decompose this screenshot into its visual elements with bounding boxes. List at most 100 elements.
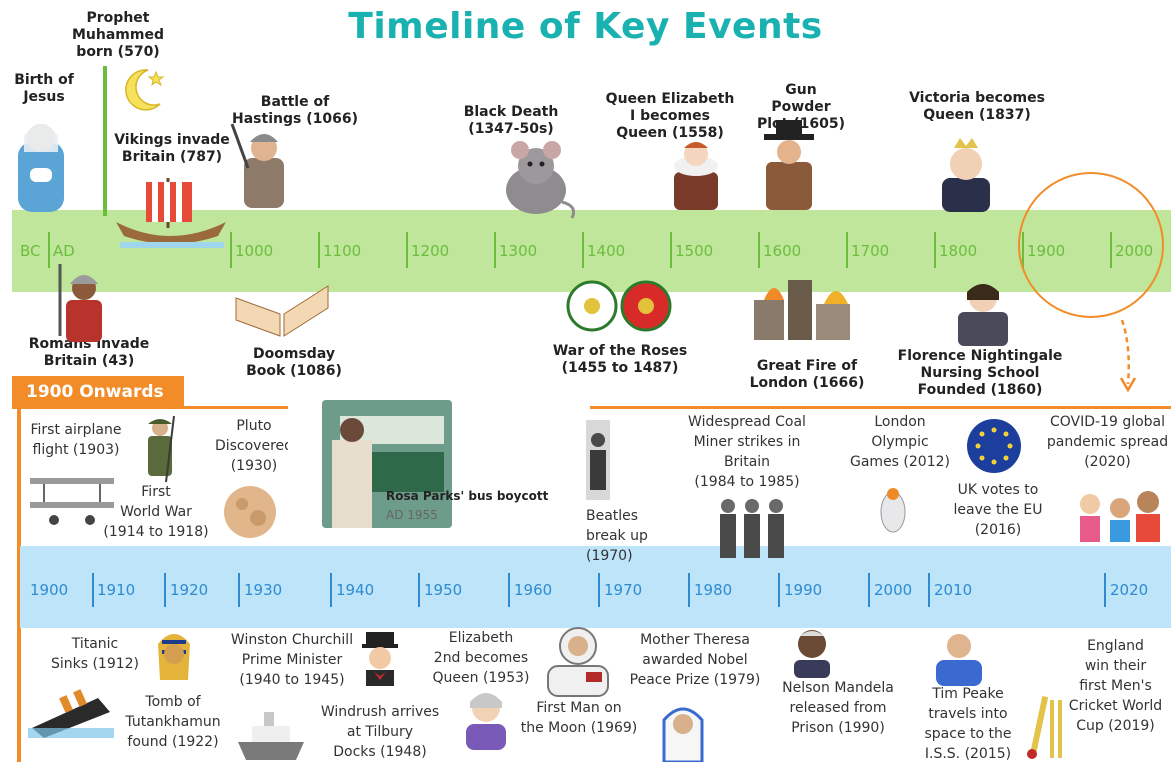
- event-great-fire: Great Fire of London (1666): [749, 358, 865, 391]
- event-victoria: Victoria becomes Queen (1837): [909, 90, 1045, 123]
- timeline-tick: [418, 573, 420, 607]
- timeline-label: 1100: [323, 242, 362, 260]
- event-windrush: Windrush arrives at Tilbury Docks (1948): [320, 704, 440, 760]
- event-war-of-roses: War of the Roses (1455 to 1487): [552, 343, 688, 376]
- titanic-icon: [28, 689, 114, 738]
- timeline-label: 1900: [30, 581, 69, 599]
- timeline-label: 2010: [934, 581, 973, 599]
- bottom-timeline-band: [20, 546, 1171, 628]
- timeline-tick: [868, 573, 870, 607]
- eu-flag-icon: [967, 419, 1021, 473]
- event-eu-vote: UK votes to leave the EU (2016): [953, 482, 1043, 538]
- event-beatles: Beatles break up (1970): [586, 508, 648, 564]
- timeline-label: 2020: [1110, 581, 1149, 599]
- timeline-label: 1920: [170, 581, 209, 599]
- masked-family-icon: [1080, 491, 1160, 542]
- roman-soldier-icon: [58, 264, 102, 342]
- windrush-ship-icon: [238, 712, 304, 760]
- open-book-icon: [235, 285, 329, 337]
- astronaut-icon: [547, 627, 609, 697]
- pluto-icon: [224, 486, 276, 538]
- mother-theresa-icon: [662, 707, 704, 762]
- timeline-tick: [48, 232, 50, 268]
- bc-ad-divider: [103, 66, 107, 216]
- timeline-tick: [670, 232, 672, 268]
- timeline-label: 1300: [499, 242, 538, 260]
- florence-nightingale-icon: [958, 284, 1008, 346]
- roses-icon: [566, 280, 672, 332]
- event-titanic: Titanic Sinks (1912): [50, 636, 140, 672]
- tim-peake-icon: [936, 634, 982, 686]
- timeline-tick: [934, 232, 936, 268]
- timeline-tick: [582, 232, 584, 268]
- event-vikings: Vikings invade Britain (787): [114, 132, 230, 165]
- rosa-parks-title: Rosa Parks' bus boycott: [386, 489, 549, 503]
- timeline-label: 1930: [244, 581, 283, 599]
- event-elizabeth-1: Queen Elizabeth I becomes Queen (1558): [605, 91, 735, 141]
- rosa-parks-date: AD 1955: [386, 508, 438, 522]
- event-coal-strikes: Widespread Coal Miner strikes in Britain…: [688, 414, 806, 490]
- timeline-label: 1000: [235, 242, 274, 260]
- event-muhammed: Prophet Muhammed born (570): [71, 10, 164, 60]
- timeline-label: 1980: [694, 581, 733, 599]
- queen-elizabeth-2-icon: [466, 693, 506, 750]
- timeline-tick: [688, 573, 690, 607]
- beatles-photo-icon: [586, 420, 610, 500]
- timeline-tick: [406, 232, 408, 268]
- timeline-label: 1200: [411, 242, 450, 260]
- event-tutankhamun: Tomb of Tutankhamun found (1922): [125, 694, 221, 750]
- churchill-icon: [362, 632, 398, 686]
- timeline-tick: [494, 232, 496, 268]
- biplane-icon: [30, 478, 114, 525]
- timeline-tick: [928, 573, 930, 607]
- event-doomsday: Doomsday Book (1086): [246, 346, 342, 379]
- tutankhamun-mask-icon: [158, 634, 190, 680]
- timeline-label: 1940: [336, 581, 375, 599]
- olympic-mascot-icon: [880, 488, 906, 533]
- timeline-tick: [238, 573, 240, 607]
- hastings-soldier-icon: [230, 123, 284, 208]
- timeline-label: 1990: [784, 581, 823, 599]
- queen-victoria-icon: [942, 138, 990, 212]
- rosa-parks-photo: [322, 400, 452, 528]
- event-birth-of-jesus: Birth of Jesus: [14, 72, 74, 105]
- timeline-label: 1970: [604, 581, 643, 599]
- timeline-tick: [598, 573, 600, 607]
- event-mandela: Nelson Mandela released from Prison (199…: [782, 680, 894, 736]
- timeline-label: 1800: [939, 242, 978, 260]
- jesus-nativity-icon: [18, 124, 64, 212]
- timeline-tick: [508, 573, 510, 607]
- event-london-olympics: London Olympic Games (2012): [850, 414, 950, 470]
- timeline-tick: [318, 232, 320, 268]
- timeline-label: 1960: [514, 581, 553, 599]
- ww1-soldier-icon: [148, 415, 175, 483]
- timeline-tick: [1104, 573, 1106, 607]
- page-title: Timeline of Key Events: [348, 6, 823, 47]
- timeline-tick: [230, 232, 232, 268]
- timeline-tick: [164, 573, 166, 607]
- event-churchill: Winston Churchill Prime Minister (1940 t…: [230, 632, 354, 688]
- down-arrow-icon: [1119, 319, 1137, 392]
- timeline-label-bc: BC: [20, 242, 41, 260]
- cricket-bat-icon: [1027, 696, 1062, 759]
- event-moon-landing: First Man on the Moon (1969): [520, 700, 638, 736]
- viking-ship-icon: [116, 178, 226, 248]
- event-gunpowder-plot: Gun Powder Plot (1605): [756, 82, 845, 132]
- event-ww1: First World War (1914 to 1918): [103, 484, 209, 540]
- great-fire-icon: [754, 280, 850, 340]
- nelson-mandela-icon: [794, 630, 830, 678]
- event-mother-theresa: Mother Theresa awarded Nobel Peace Prize…: [629, 632, 761, 688]
- queen-elizabeth-1-icon: [674, 142, 718, 210]
- timeline-label-ad: AD: [53, 242, 75, 260]
- section-border-left: [17, 406, 21, 762]
- event-black-death: Black Death (1347-50s): [463, 104, 559, 137]
- timeline-label: 2000: [874, 581, 913, 599]
- timeline-label: 1500: [675, 242, 714, 260]
- event-hastings: Battle of Hastings (1066): [232, 94, 358, 127]
- event-tim-peake: Tim Peake travels into space to the I.S.…: [924, 686, 1012, 762]
- highlight-circle: [1018, 172, 1164, 318]
- event-covid: COVID-19 global pandemic spread (2020): [1046, 414, 1169, 470]
- rat-icon: [506, 141, 576, 219]
- timeline-label: 1700: [851, 242, 890, 260]
- timeline-tick: [758, 232, 760, 268]
